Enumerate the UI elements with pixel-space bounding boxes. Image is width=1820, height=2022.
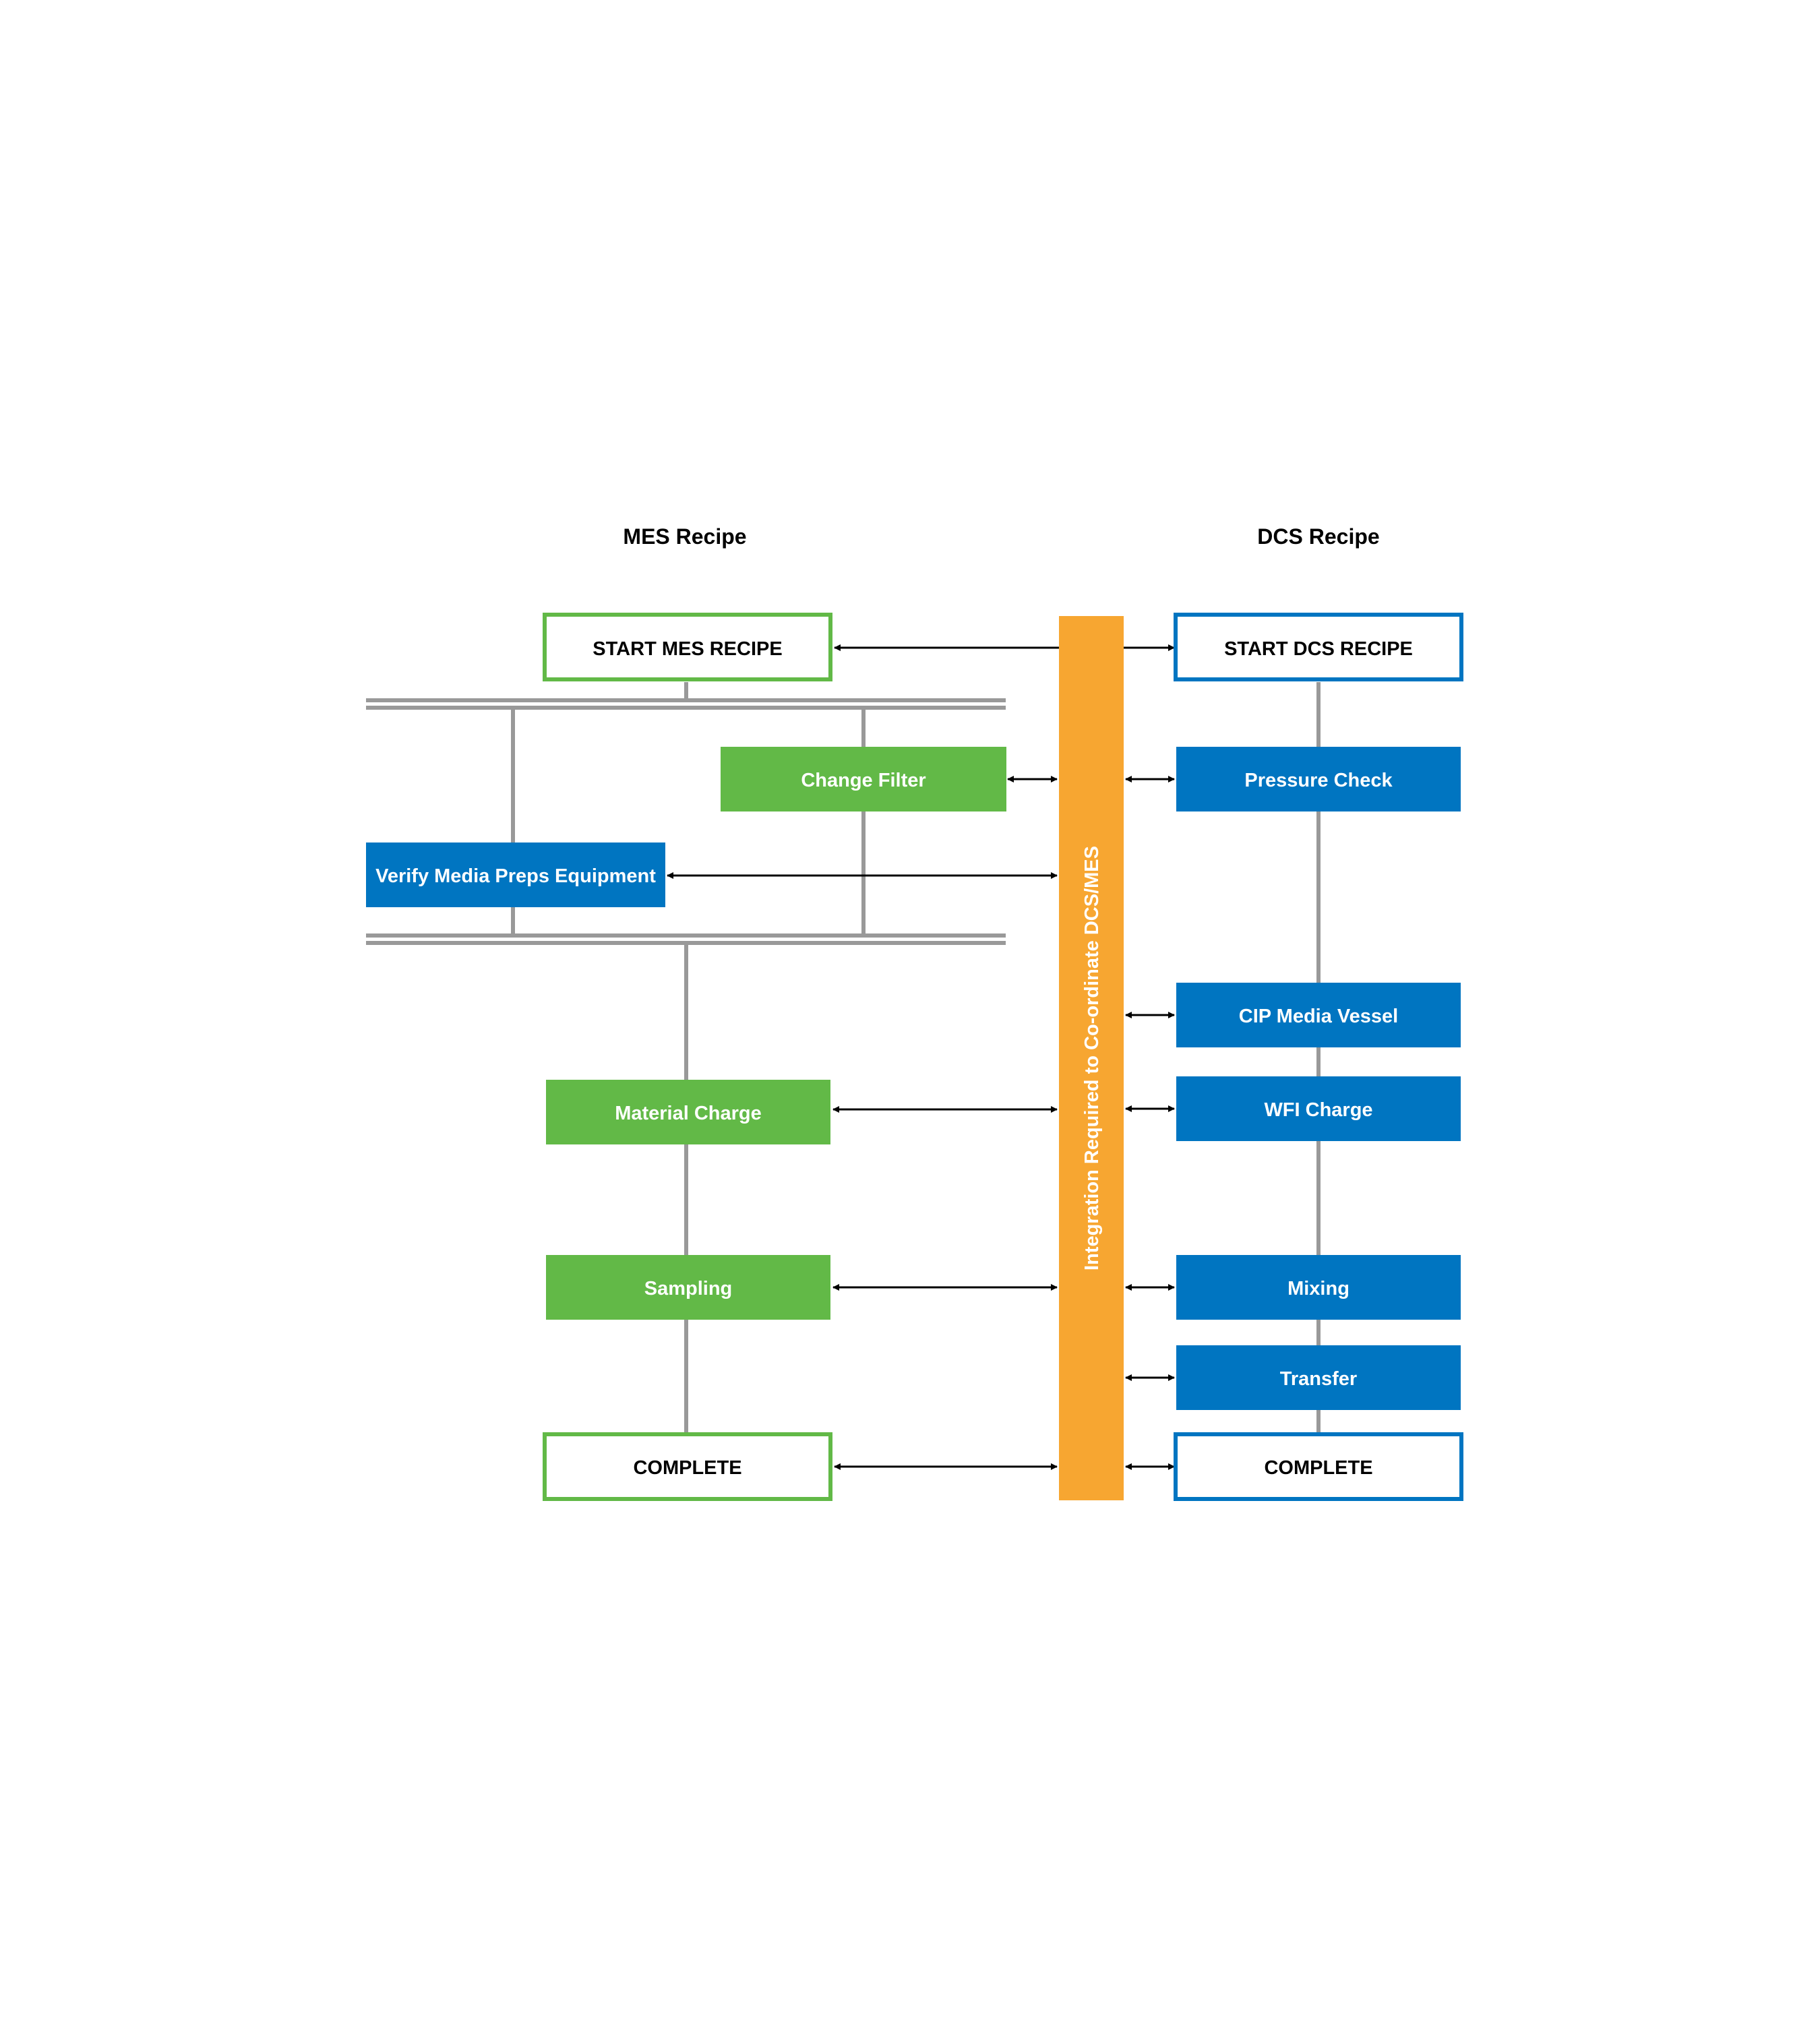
start-dcs-recipe-label: START DCS RECIPE <box>1224 638 1413 660</box>
sampling-label: Sampling <box>644 1278 733 1299</box>
mixing-box: Mixing <box>1176 1255 1461 1320</box>
cip-media-vessel-box: CIP Media Vessel <box>1176 983 1461 1047</box>
material-charge-box: Material Charge <box>546 1080 830 1144</box>
pressure-check-label: Pressure Check <box>1244 770 1393 791</box>
dcs-complete-label: COMPLETE <box>1264 1457 1372 1479</box>
change-filter-label: Change Filter <box>801 770 926 791</box>
cip-media-vessel-label: CIP Media Vessel <box>1239 1006 1398 1027</box>
integration-bar <box>1059 616 1124 1500</box>
mes-connectors <box>366 682 1006 1434</box>
change-filter-box: Change Filter <box>721 747 1006 811</box>
integration-bar-label: Integration Required to Co-ordinate DCS/… <box>1081 846 1103 1270</box>
start-mes-recipe-label: START MES RECIPE <box>593 638 782 660</box>
mixing-label: Mixing <box>1287 1278 1349 1299</box>
material-charge-label: Material Charge <box>615 1103 762 1124</box>
verify-media-preps-box: Verify Media Preps Equipment <box>366 842 665 907</box>
sampling-box: Sampling <box>546 1255 830 1320</box>
mes-recipe-title: MES Recipe <box>623 524 746 549</box>
mes-complete-label: COMPLETE <box>633 1457 741 1479</box>
start-mes-recipe-box: START MES RECIPE <box>543 613 832 681</box>
transfer-label: Transfer <box>1280 1368 1357 1390</box>
wfi-charge-label: WFI Charge <box>1264 1099 1372 1121</box>
wfi-charge-box: WFI Charge <box>1176 1076 1461 1141</box>
start-dcs-recipe-box: START DCS RECIPE <box>1174 613 1463 681</box>
dcs-complete-box: COMPLETE <box>1174 1432 1463 1501</box>
mes-complete-box: COMPLETE <box>543 1432 832 1501</box>
pressure-check-box: Pressure Check <box>1176 747 1461 811</box>
transfer-box: Transfer <box>1176 1345 1461 1410</box>
dcs-recipe-title: DCS Recipe <box>1257 524 1379 549</box>
verify-media-preps-label: Verify Media Preps Equipment <box>375 865 656 887</box>
arrows <box>667 644 1175 1470</box>
